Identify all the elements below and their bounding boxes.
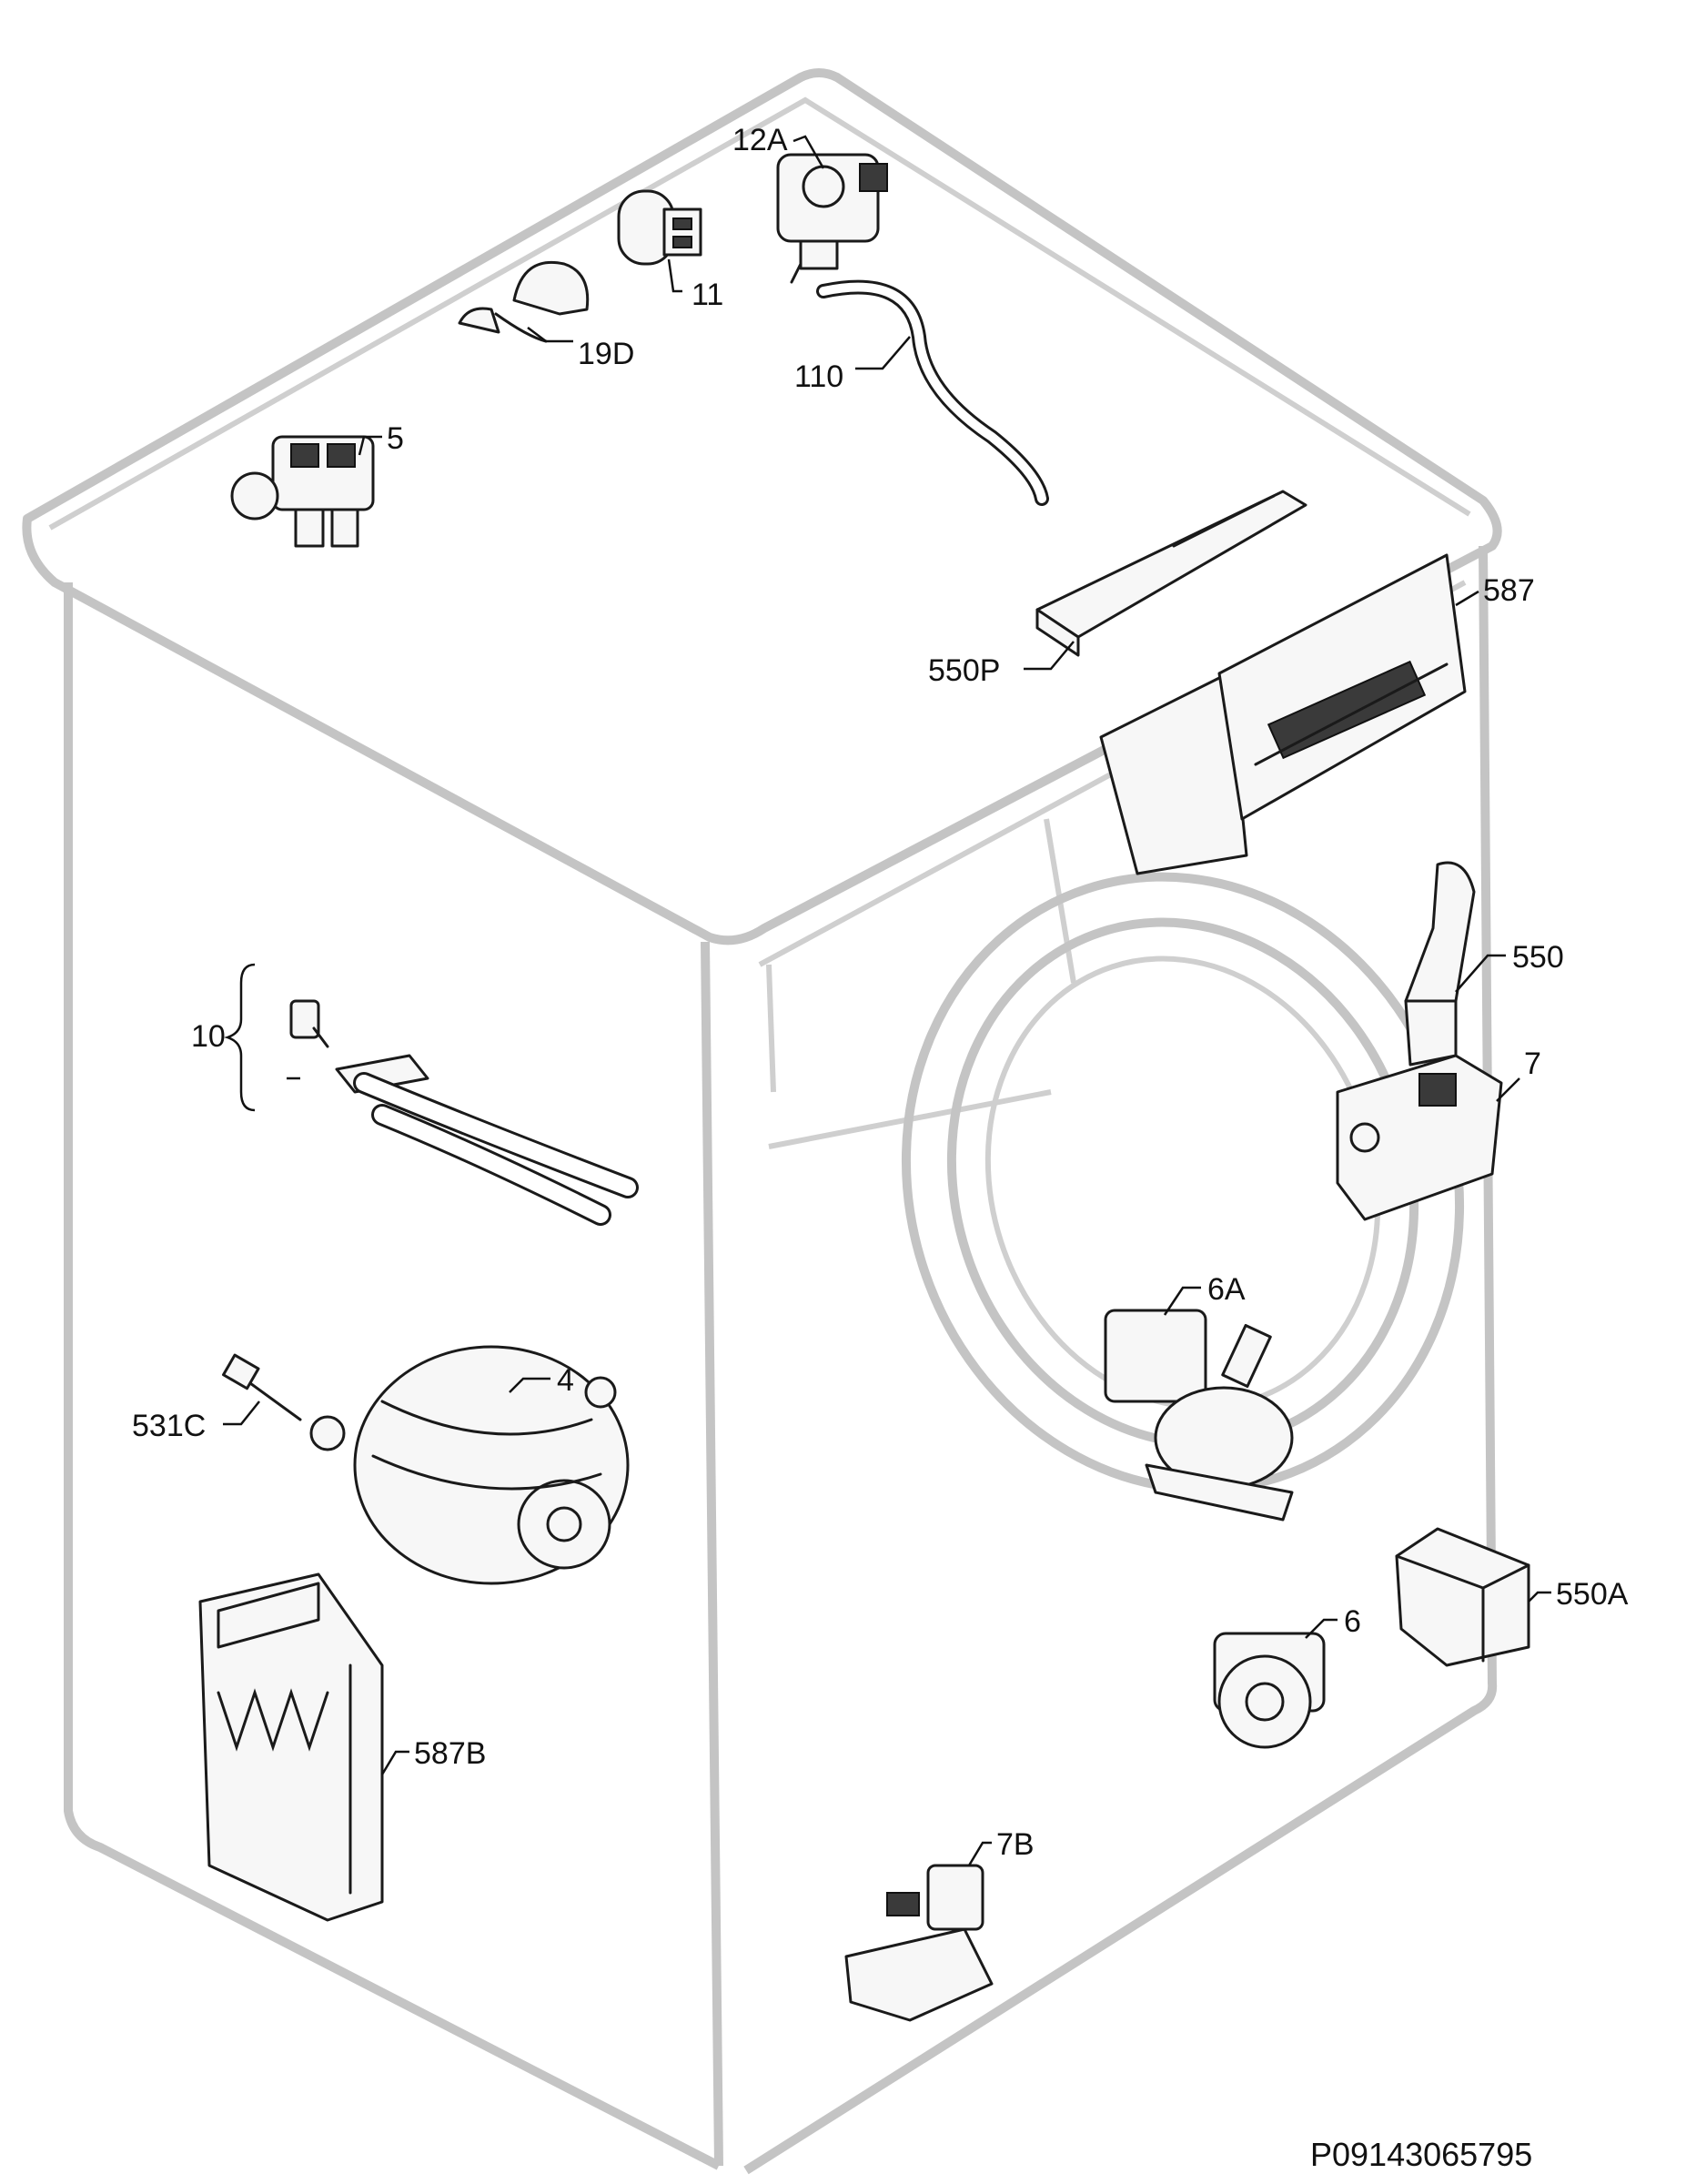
- thermal-device-7b: [844, 1864, 994, 2022]
- label-6a: 6A: [1207, 1272, 1246, 1307]
- label-550a: 550A: [1556, 1577, 1629, 1612]
- label-531c: 531C: [132, 1409, 206, 1443]
- door-interlock-7: [1336, 1054, 1503, 1221]
- capacitor-11: [617, 189, 702, 266]
- leader-lines: [223, 135, 1551, 1866]
- bolt-531c: [222, 1353, 302, 1421]
- door-handle-550: [1404, 861, 1476, 1067]
- control-module-587: [1099, 553, 1467, 875]
- dispenser-handle-550p: [1035, 490, 1307, 657]
- inlet-valve-5: [230, 435, 375, 548]
- label-4: 4: [557, 1363, 574, 1398]
- label-587: 587: [1483, 573, 1535, 608]
- label-19d: 19D: [578, 337, 634, 371]
- drain-pump-6a: [1104, 1309, 1294, 1522]
- label-110: 110: [794, 359, 843, 394]
- hose-110: [816, 279, 1049, 506]
- label-7: 7: [1524, 1046, 1541, 1081]
- label-550: 550: [1512, 940, 1564, 975]
- label-6: 6: [1344, 1604, 1361, 1639]
- label-12a: 12A: [732, 123, 788, 157]
- label-11: 11: [692, 278, 723, 312]
- drawing-code: P09143065795: [1310, 2136, 1532, 2173]
- label-7b: 7B: [996, 1827, 1035, 1862]
- cap-550a: [1395, 1527, 1530, 1667]
- drain-pump-6: [1213, 1632, 1326, 1749]
- label-5: 5: [387, 421, 404, 456]
- label-587b: 587B: [414, 1736, 486, 1771]
- motor-4: [309, 1345, 630, 1585]
- label-550p: 550P: [928, 653, 1000, 688]
- part-labels: 12A 11 19D 110 5 587 550P 550 10 7 6A 4 …: [132, 123, 1629, 1862]
- heating-element-10: [289, 999, 639, 1226]
- pressure-switch-12a: [776, 153, 888, 284]
- noise-filter-19d: [458, 260, 590, 343]
- label-10: 10: [191, 1019, 226, 1054]
- electronic-module-587b: [198, 1572, 384, 1922]
